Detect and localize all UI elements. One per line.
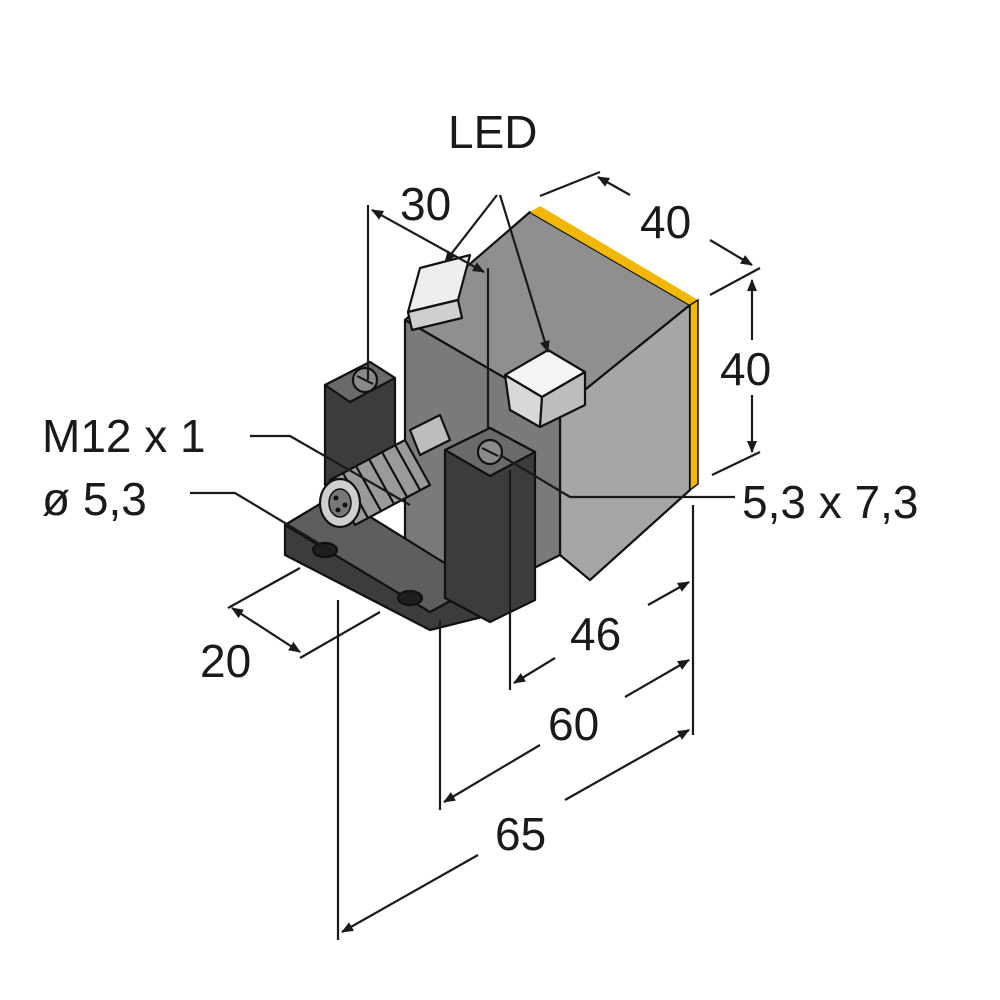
- extension-20-right: [299, 611, 381, 659]
- dimension-46-line-a: [513, 657, 556, 684]
- label-thread: M12 x 1: [42, 410, 206, 462]
- label-dimension-20: 20: [200, 635, 251, 687]
- sensing-face-side: [689, 298, 699, 492]
- label-slot: 5,3 x 7,3: [742, 476, 918, 528]
- dimension-60-line-b: [624, 659, 690, 698]
- thread-leader: [250, 434, 411, 506]
- label-dimension-65: 65: [495, 808, 546, 860]
- sensing-face: [530, 206, 698, 305]
- extension-40-top-left: [539, 170, 601, 198]
- dimension-65-line-a: [341, 854, 479, 933]
- dimension-46-line-b: [647, 581, 690, 606]
- dimension-65-line-b: [564, 729, 690, 801]
- label-dimension-40-top: 40: [640, 196, 691, 248]
- led-window-front: [503, 348, 587, 429]
- extension-20-left: [227, 567, 301, 609]
- label-dimension-30: 30: [400, 178, 451, 230]
- dimension-20-line: [231, 607, 301, 653]
- dimension-30-line: [371, 209, 485, 273]
- label-dimension-40-side: 40: [720, 343, 771, 395]
- led-window-top: [406, 253, 472, 332]
- slot-leader: [499, 454, 735, 499]
- mounting-hole-left: [311, 541, 339, 559]
- dimension-labels: LED 30 40 40 M12 x 1 ø 5,3 5,3 x 7,3 20 …: [42, 106, 918, 860]
- dimension-lines: [190, 170, 761, 940]
- dimension-60-line-a: [443, 744, 541, 803]
- extension-40-top-right: [709, 267, 761, 296]
- m12-connector: [318, 413, 452, 529]
- dimension-40-top-line-a: [597, 176, 631, 196]
- label-dimension-60: 60: [548, 698, 599, 750]
- label-dimension-46: 46: [570, 608, 621, 660]
- diameter-leader: [190, 491, 331, 551]
- extension-40-side-bottom: [711, 451, 761, 476]
- label-led: LED: [448, 106, 537, 158]
- led-leader-right: [498, 194, 550, 353]
- mounting-hole-right: [396, 589, 424, 607]
- dimension-40-top-line-b: [709, 239, 753, 266]
- label-diameter: ø 5,3: [42, 473, 147, 525]
